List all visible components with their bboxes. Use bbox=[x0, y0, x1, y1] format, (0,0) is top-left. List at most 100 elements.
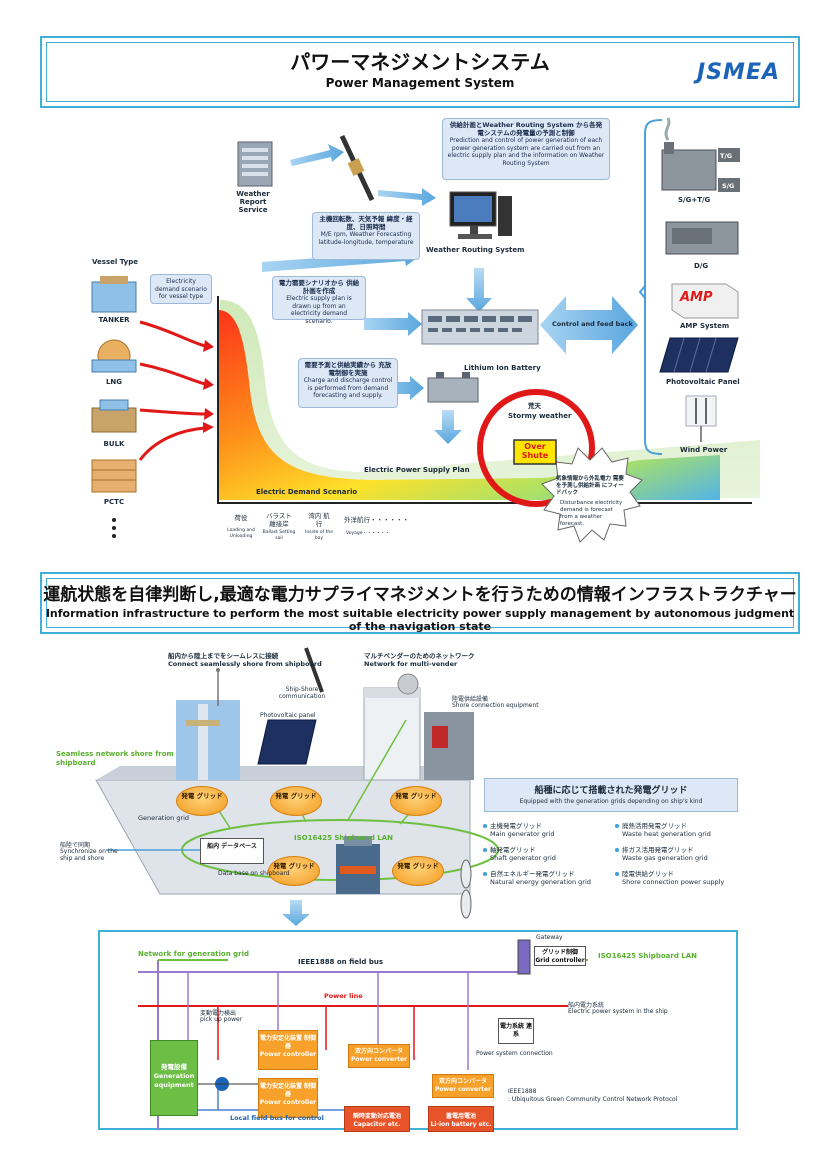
grid-item-3-jp: 軸発電グリッド bbox=[490, 846, 536, 854]
control-feedback-label: Control and feed back bbox=[552, 320, 633, 328]
arrow-scenario-right bbox=[364, 312, 422, 336]
liion-en: Li-ion battery etc. bbox=[430, 1121, 492, 1128]
sg-label: S/G bbox=[722, 182, 735, 190]
converter-2-jp: 双方向コンバータ bbox=[438, 1078, 487, 1085]
grid-item-1-en: Main generator grid bbox=[490, 830, 555, 838]
header-banner: パワーマネジメントシステム Power Management System JS… bbox=[40, 36, 800, 108]
converter-1-en: Power converter bbox=[351, 1056, 407, 1063]
weather-report-building-icon bbox=[237, 141, 273, 187]
vessel-lng: LNG bbox=[105, 378, 123, 386]
dg-label: D/G bbox=[694, 262, 709, 270]
power-controller-box-1: 電力安定化装置 制御器 Power controller bbox=[258, 1030, 318, 1070]
disturbance-en-label: Disturbance electricity demand is foreca… bbox=[560, 500, 623, 527]
grid-item-5-jp: 自然エネルギー発電グリッド bbox=[490, 870, 575, 878]
jsmea-logo: JSMEA bbox=[697, 60, 780, 85]
grid-item-4-jp: 排ガス活用発電グリッド bbox=[622, 846, 694, 854]
grid-item-3-en: Shaft generator grid bbox=[490, 854, 556, 862]
grid-item-6-en: Shore connection power supply bbox=[622, 878, 725, 886]
ship-bridge bbox=[363, 687, 421, 781]
stormy-jp-label: 荒天 bbox=[528, 402, 541, 410]
pickup-en: pick up power bbox=[200, 1016, 243, 1023]
grid-controller-box: グリッド制御 Grid controller bbox=[534, 946, 586, 966]
note-forecast-jp: 需要予測と供給実績から 充放電制御を実施 bbox=[304, 361, 392, 377]
note-plan-jp: 供給計画とWeather Routing System から各発電システムの発電… bbox=[449, 121, 603, 137]
disturbance-jp-label: 気象情報から外乱電力 需要を予測し供給計画 にフィードバック bbox=[556, 476, 624, 496]
system-link-box: 電力系統 連系 bbox=[498, 1018, 534, 1044]
satellite-icon bbox=[339, 134, 375, 202]
liion-box: 蓄電用電池 Li-ion battery etc. bbox=[428, 1106, 494, 1132]
arrow-sat-to-routing bbox=[378, 188, 436, 206]
power-controller-box-2: 電力安定化装置 制御器 Power controller bbox=[258, 1078, 318, 1118]
diesel-generator-icon bbox=[665, 221, 739, 255]
note-vessel: Electricity demand scenario for vessel t… bbox=[150, 274, 212, 304]
generation-grid-label: Generation grid bbox=[138, 814, 190, 822]
note-me-jp: 主機回転数、天気予報 緯度・経度、日照時間 bbox=[319, 215, 413, 231]
note-forecast: 需要予測と供給実績から 充放電制御を実施 Charge and discharg… bbox=[298, 358, 398, 408]
sgtg-label: S/G+T/G bbox=[678, 196, 711, 204]
section2-title-en: Information infrastructure to perform th… bbox=[45, 607, 795, 633]
photovoltaic-panel-label: Photovoltaic panel bbox=[260, 712, 316, 719]
phase-4-jp: 外洋航行・・・・・・ bbox=[344, 516, 409, 524]
sync-en: Synchronize on the ship and shore bbox=[60, 848, 118, 862]
note-plan: 供給計画とWeather Routing System から各発電システムの発電… bbox=[442, 118, 610, 180]
lithium-battery-label: Lithium Ion Battery bbox=[464, 364, 541, 372]
grid-oval-1: 発電 グリッド bbox=[176, 786, 228, 816]
over-shute-label: Over Shute bbox=[521, 442, 549, 460]
control-system-frame bbox=[98, 930, 738, 1130]
phase-4-en: Voyage・・・・・・ bbox=[346, 531, 390, 536]
converter-2-en: Power converter bbox=[435, 1086, 491, 1093]
arrow-battery-down bbox=[434, 410, 462, 444]
note-scenario: 電力需要シナリオから 供給計画を作成 Electric supply plan … bbox=[272, 276, 366, 325]
section2-title-jp: 運航状態を自律判断し,最適な電力サプライマネジメントを行うための情報インフラスト… bbox=[43, 585, 797, 605]
note-scenario-jp: 電力需要シナリオから 供給計画を作成 bbox=[278, 279, 360, 295]
stormy-en-label: Stormy weather bbox=[508, 412, 572, 420]
power-line-label: Power line bbox=[324, 992, 363, 1000]
generation-equipment-box: 発電設備 Generation equipment bbox=[150, 1040, 198, 1116]
database-en: Data base on shipboard bbox=[218, 870, 290, 877]
lan-label: ISO16425 Shipboard LAN bbox=[294, 834, 394, 842]
ieee-note-title: IEEE1888 bbox=[508, 1088, 537, 1095]
propeller-icon bbox=[460, 859, 472, 919]
capacitor-box: 瞬時変動対応電池 Capacitor etc. bbox=[344, 1106, 410, 1132]
note-scenario-en: Electric supply plan is drawn up from an… bbox=[286, 295, 352, 325]
phase-3-en: Inside of the bay bbox=[305, 530, 333, 541]
amp-system-icon bbox=[671, 283, 739, 319]
grid-item-5-en: Natural energy generation grid bbox=[490, 878, 591, 886]
note-me-en: M/E rpm, Weather Forecasting latitude-lo… bbox=[318, 231, 414, 246]
battery-icon bbox=[427, 372, 479, 403]
system-link-en: Power system connection bbox=[476, 1050, 553, 1057]
ship-shore-label: Ship-Shore communication bbox=[278, 686, 326, 700]
note-main-engine: 主機回転数、天気予報 緯度・経度、日照時間 M/E rpm, Weather F… bbox=[312, 212, 420, 260]
ship-power-jp: 船内電力系統 bbox=[568, 1002, 605, 1009]
note-forecast-en: Charge and discharge control is performe… bbox=[303, 377, 393, 399]
multivender-jp: マルチベンダーのためのネットワーク bbox=[364, 652, 475, 660]
amp-system-label: AMP System bbox=[680, 322, 730, 330]
phase-2-jp: バラスト 離接岸 bbox=[266, 512, 292, 528]
page-title-jp: パワーマネジメントシステム bbox=[290, 50, 550, 74]
stormy-circle bbox=[477, 389, 595, 507]
grids-title-en: Equipped with the generation grids depen… bbox=[519, 798, 703, 805]
vessel-pctc: PCTC bbox=[103, 498, 125, 506]
gateway-device bbox=[517, 939, 531, 975]
arrow-weather-to-sat bbox=[290, 144, 344, 166]
power-controller-1-jp: 電力安定化装置 制御器 bbox=[259, 1035, 317, 1050]
capacitor-jp: 瞬時変動対応電池 bbox=[352, 1113, 401, 1120]
wind-power-label: Wind Power bbox=[680, 446, 728, 454]
tanker-icon bbox=[91, 276, 137, 313]
turbine-generator-icon bbox=[661, 117, 740, 192]
capacitor-en: Capacitor etc. bbox=[353, 1121, 401, 1128]
gen-equipment-jp: 発電設備 bbox=[161, 1063, 187, 1071]
phase-1-jp: 荷役 bbox=[234, 514, 248, 522]
page-title-en: Power Management System bbox=[325, 76, 515, 90]
demand-area bbox=[218, 310, 720, 500]
wind-turbine-icon bbox=[685, 395, 717, 442]
phase-2-en: Ballast Setting sail bbox=[262, 530, 296, 541]
over-shute-box bbox=[513, 439, 557, 465]
converter-box-2: 双方向コンバータ Power converter bbox=[432, 1074, 494, 1098]
connect-en: Connect seamlessly shore from shipboard bbox=[168, 660, 322, 668]
grid-controller-en: Grid controller bbox=[535, 957, 585, 964]
